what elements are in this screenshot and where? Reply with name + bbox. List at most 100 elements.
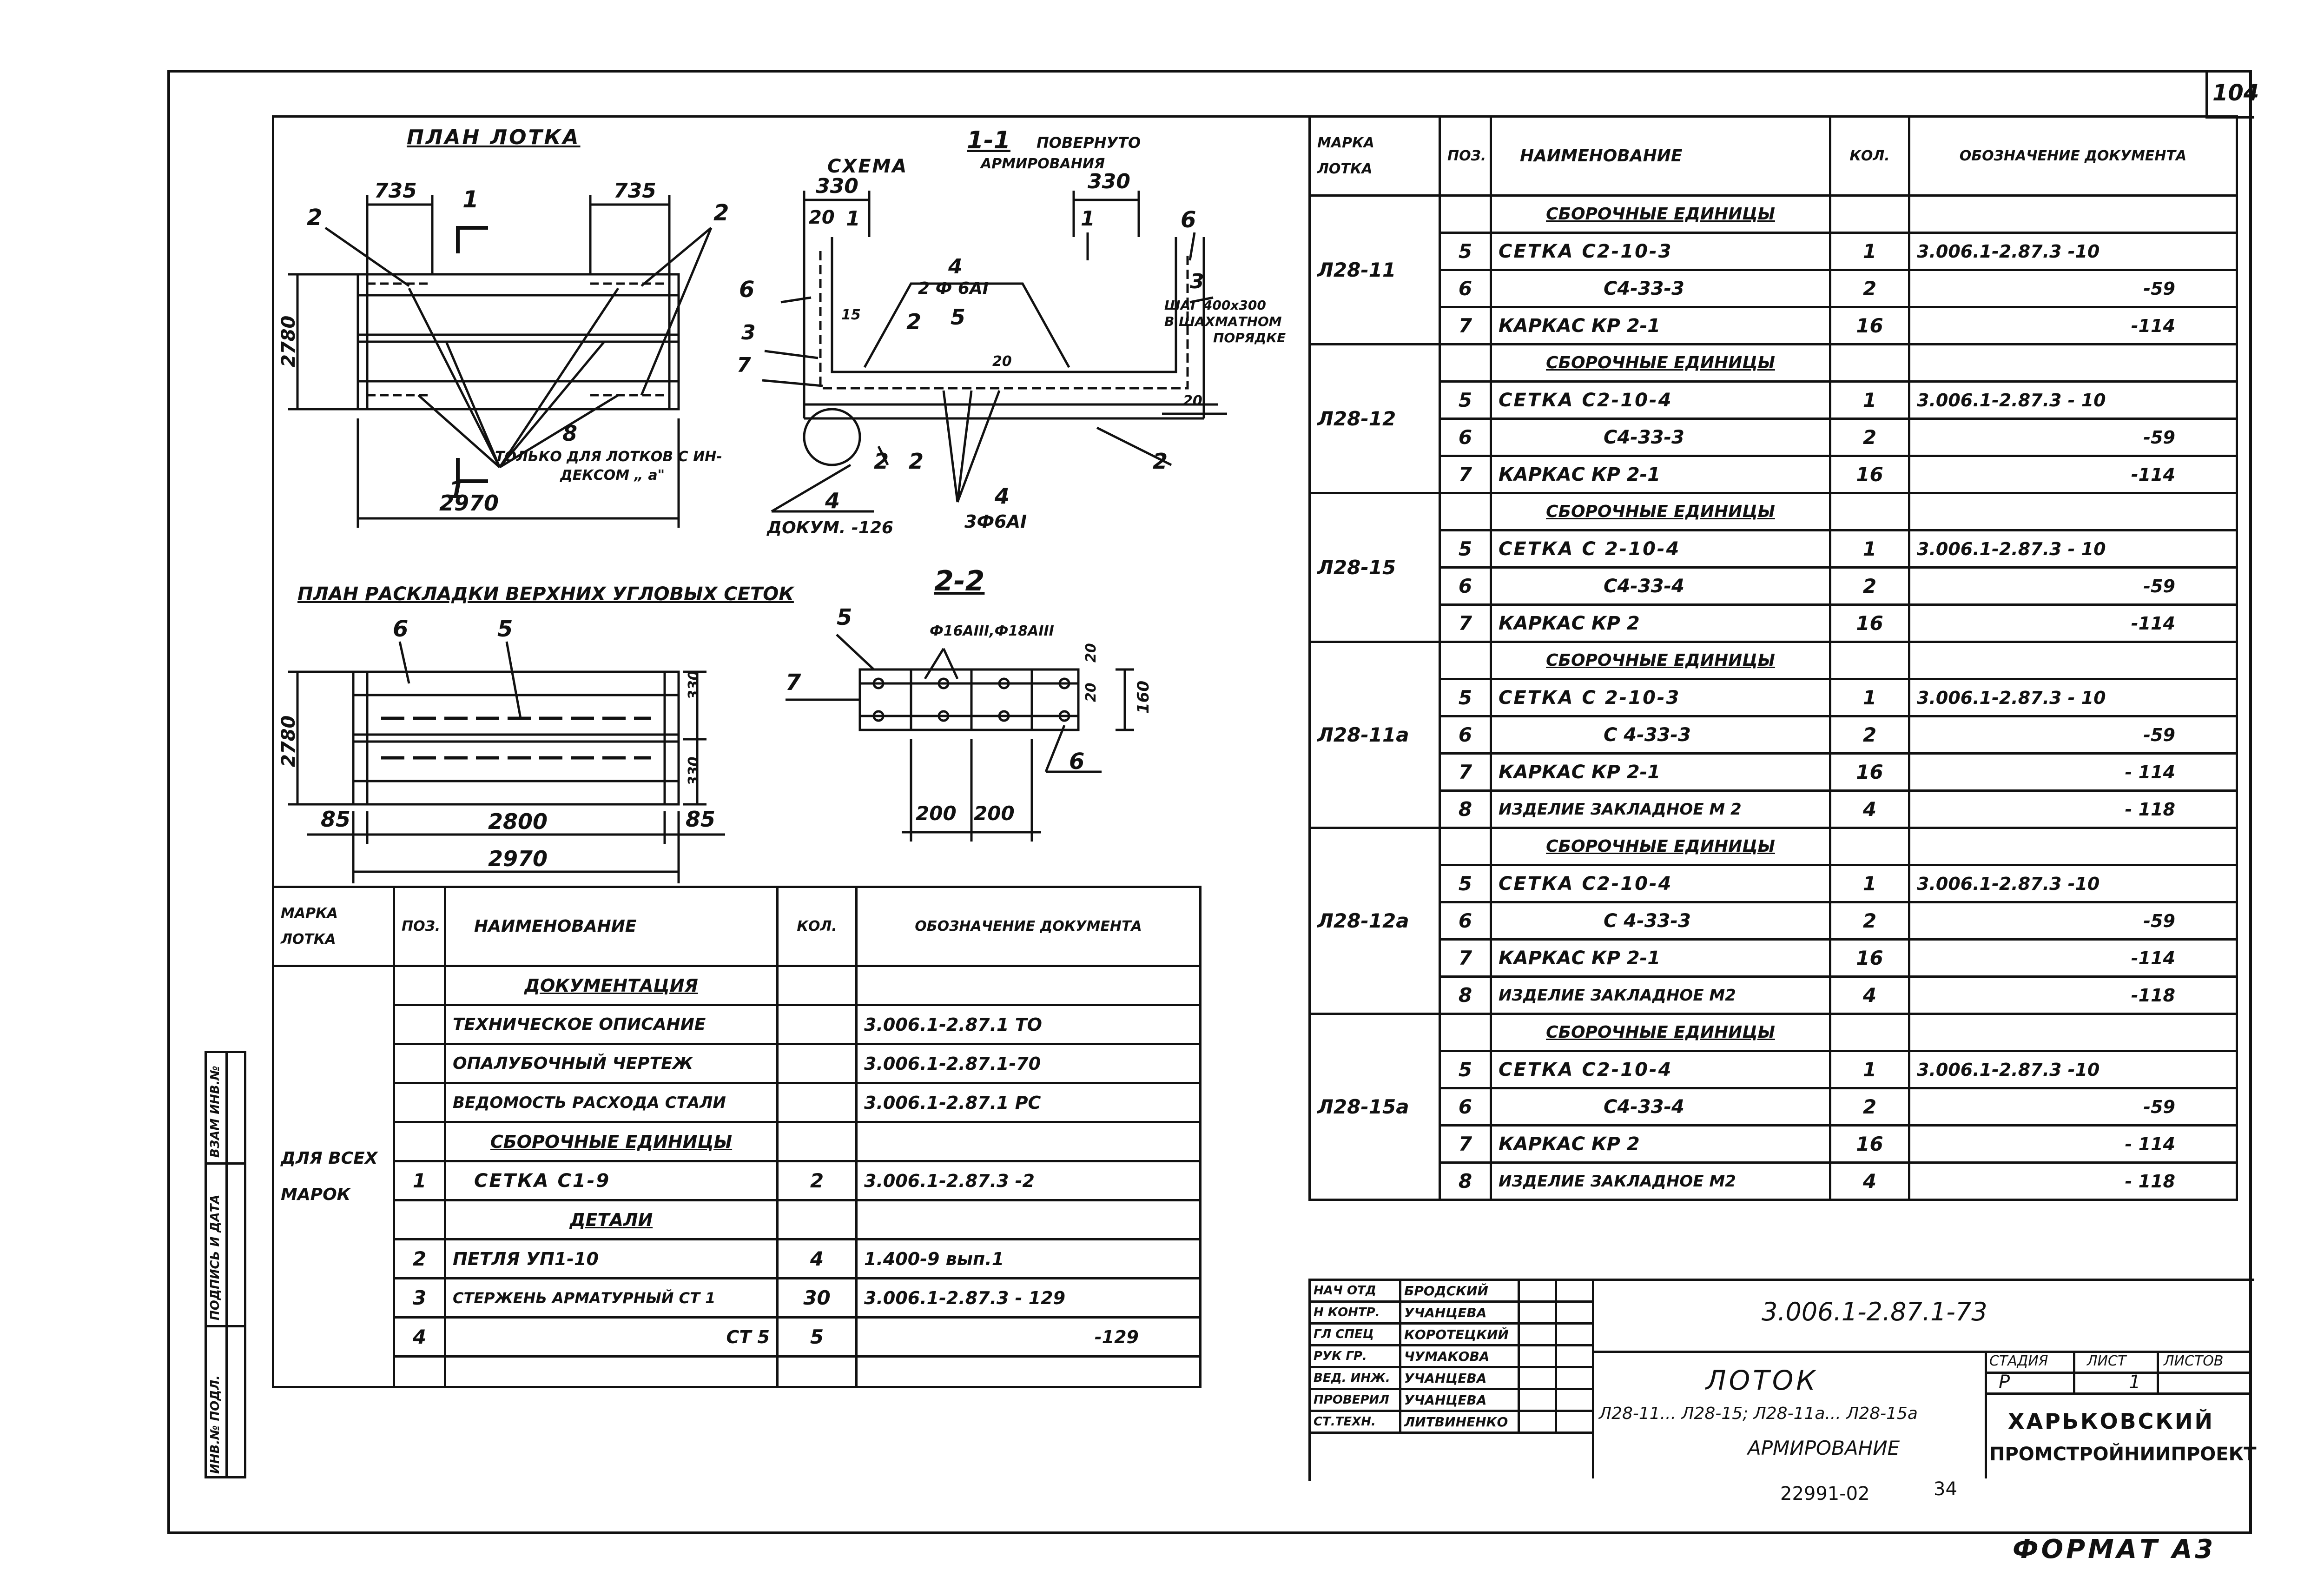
signature-role: ГЛ СПЕЦ — [1308, 1322, 1401, 1346]
title-block-org-2: ПРОМСТРОЙНИИПРОЕКТ — [1989, 1444, 2257, 1465]
section-11-pos-4-top: 4 — [948, 255, 963, 278]
row-name: СЕТКА С2-10-3 — [1490, 232, 1831, 271]
signature-row: Н КОНТР.УЧАНЦЕВА — [1308, 1300, 1594, 1325]
row-qty: 4 — [1829, 1161, 1910, 1201]
section-22-dim-200-b: 200 — [974, 802, 1015, 825]
row-name: КАРКАС КР 2 — [1490, 1124, 1831, 1164]
plan-tray-pos-2-right: 2 — [713, 200, 729, 226]
signature-cell — [1518, 1279, 1557, 1303]
signature-cell — [1518, 1322, 1557, 1346]
section-11-pos-6-right: 6 — [1181, 207, 1196, 233]
table-row: ВЕДОМОСТЬ РАСХОДА СТАЛИ 3.006.1-2.87.1 Р… — [273, 1082, 1202, 1123]
row-name: КАРКАС КР 2-1 — [1490, 306, 1831, 345]
header-mark: МАРКА ЛОТКА — [272, 886, 395, 967]
table-row: 1 СЕТКА С1-9 2 3.006.1-2.87.3 -2 — [273, 1160, 1202, 1201]
row-pos: 6 — [1439, 715, 1492, 755]
title-block-hline-2 — [1985, 1372, 2252, 1374]
title-block-vline-2 — [1985, 1351, 1987, 1478]
row-qty: 2 — [1829, 566, 1910, 606]
row-section: СБОРОЧНЫЕ ЕДИНИЦЫ — [1490, 1013, 1831, 1052]
row-name: КАРКАС КР 2 — [1490, 603, 1831, 643]
row-pos: 6 — [1439, 418, 1492, 457]
plan-mesh-dim-330-b: 330 — [686, 756, 702, 786]
row-pos: 5 — [1439, 678, 1492, 717]
row-qty: 1 — [1829, 864, 1910, 903]
row-section: СБОРОЧНЫЕ ЕДИНИЦЫ — [1490, 343, 1831, 383]
signature-role: ВЕД. ИНЖ. — [1308, 1366, 1401, 1390]
section-11-rotated: ПОВЕРНУТО — [1037, 134, 1141, 152]
signature-cell — [1518, 1300, 1557, 1325]
date-cell — [1555, 1388, 1594, 1412]
section-11-pos-6-left: 6 — [739, 277, 755, 303]
row-section: СБОРОЧНЫЕ ЕДИНИЦЫ — [1490, 827, 1831, 866]
section-22-dim-200-a: 200 — [916, 802, 957, 825]
row-name: СЕТКА С2-10-4 — [1490, 864, 1831, 903]
plan-tray-dim-2780: 2780 — [278, 315, 299, 367]
section-11-pos-2: 2 — [906, 309, 922, 334]
signature-name: ЧУМАКОВА — [1399, 1344, 1520, 1368]
row-name: КАРКАС КР 2-1 — [1490, 938, 1831, 978]
date-cell — [1555, 1344, 1594, 1368]
row-name: ИЗДЕЛИЕ ЗАКЛАДНОЕ М2 — [1490, 975, 1831, 1015]
plan-tray-title: ПЛАН ЛОТКА — [407, 126, 581, 149]
row-pos: 6 — [1439, 1087, 1492, 1127]
table-row: ТЕХНИЧЕСКОЕ ОПИСАНИЕ 3.006.1-2.87.1 ТО — [273, 1004, 1202, 1045]
row-qty: 16 — [1829, 455, 1910, 494]
plan-mesh-dim-2970: 2970 — [488, 846, 548, 871]
signature-name: УЧАНЦЕВА — [1399, 1388, 1520, 1412]
row-name: С 4-33-3 — [1490, 901, 1831, 941]
row-qty: 2 — [1829, 418, 1910, 457]
row-doc: - 114 — [1908, 752, 2238, 792]
row-doc: 3.006.1-2.87.3 - 10 — [1908, 529, 2238, 569]
row-pos: 7 — [1439, 455, 1492, 494]
row-qty: 16 — [1829, 603, 1910, 643]
section-11-dim-20-right: 20 — [1183, 393, 1202, 409]
section-11-step-1: ШАГ 400х300 — [1164, 298, 1266, 313]
row-name: ОПАЛУБОЧНЫЙ ЧЕРТЕЖ — [444, 1043, 779, 1084]
row-pos: 8 — [1439, 975, 1492, 1015]
section-11-pos-2-b: 2 — [874, 449, 889, 474]
signature-role: ПРОВЕРИЛ — [1308, 1388, 1401, 1412]
row-doc: -59 — [1908, 566, 2238, 606]
signature-name: УЧАНЦЕВА — [1399, 1366, 1520, 1390]
section-22-bars: Ф16АIII,Ф18АIII — [930, 623, 1054, 639]
signature-row: СТ.ТЕХН.ЛИТВИНЕНКО — [1308, 1410, 1594, 1434]
header-pos: ПОЗ. — [393, 886, 446, 967]
plan-tray-cut-top: 1 — [462, 186, 479, 213]
group-mark: Л28-12 — [1308, 343, 1441, 494]
row-pos: 7 — [1439, 938, 1492, 978]
row-pos: 5 — [1439, 1050, 1492, 1089]
title-block-org-1: ХАРЬКОВСКИЙ — [2008, 1409, 2214, 1434]
date-cell — [1555, 1410, 1594, 1434]
signature-row: РУК ГР.ЧУМАКОВА — [1308, 1344, 1594, 1368]
row-name: ПЕТЛЯ УП1-10 — [444, 1238, 779, 1279]
signature-role: РУК ГР. — [1308, 1344, 1401, 1368]
group-mark: Л28-15 — [1308, 492, 1441, 643]
section-11-bar-2: 2 Ф 6АI — [918, 279, 989, 298]
row-doc: 3.006.1-2.87.3 -10 — [1908, 232, 2238, 271]
section-11-title: 1-1 — [967, 126, 1010, 154]
signature-role: Н КОНТР. — [1308, 1300, 1401, 1325]
row-name: ВЕДОМОСТЬ РАСХОДА СТАЛИ — [444, 1082, 779, 1123]
row-doc: -59 — [1908, 269, 2238, 308]
section-11-pos-2-c: 2 — [909, 449, 924, 474]
section-22-title: 2-2 — [934, 565, 985, 597]
plan-mesh-pos-5: 5 — [497, 616, 513, 642]
section-22-pos-5: 5 — [837, 604, 852, 630]
table-row: ДЛЯ ВСЕХ МАРОК ДОКУМЕНТАЦИЯ — [272, 965, 1202, 1388]
row-name: С4-33-4 — [1490, 1087, 1831, 1127]
spec-table-right-header: МАРКА ЛОТКА ПОЗ. НАИМЕНОВАНИЕ КОЛ. ОБОЗН… — [1308, 115, 2238, 197]
row-qty: 1 — [1829, 529, 1910, 569]
header-name: НАИМЕНОВАНИЕ — [444, 886, 779, 967]
signature-cell — [1518, 1366, 1557, 1390]
title-block-name: ЛОТОК — [1706, 1365, 1818, 1396]
row-doc: 3.006.1-2.87.1-70 — [855, 1043, 1202, 1084]
row-doc: -114 — [1908, 455, 2238, 494]
plan-mesh-dim-2780: 2780 — [278, 715, 299, 767]
